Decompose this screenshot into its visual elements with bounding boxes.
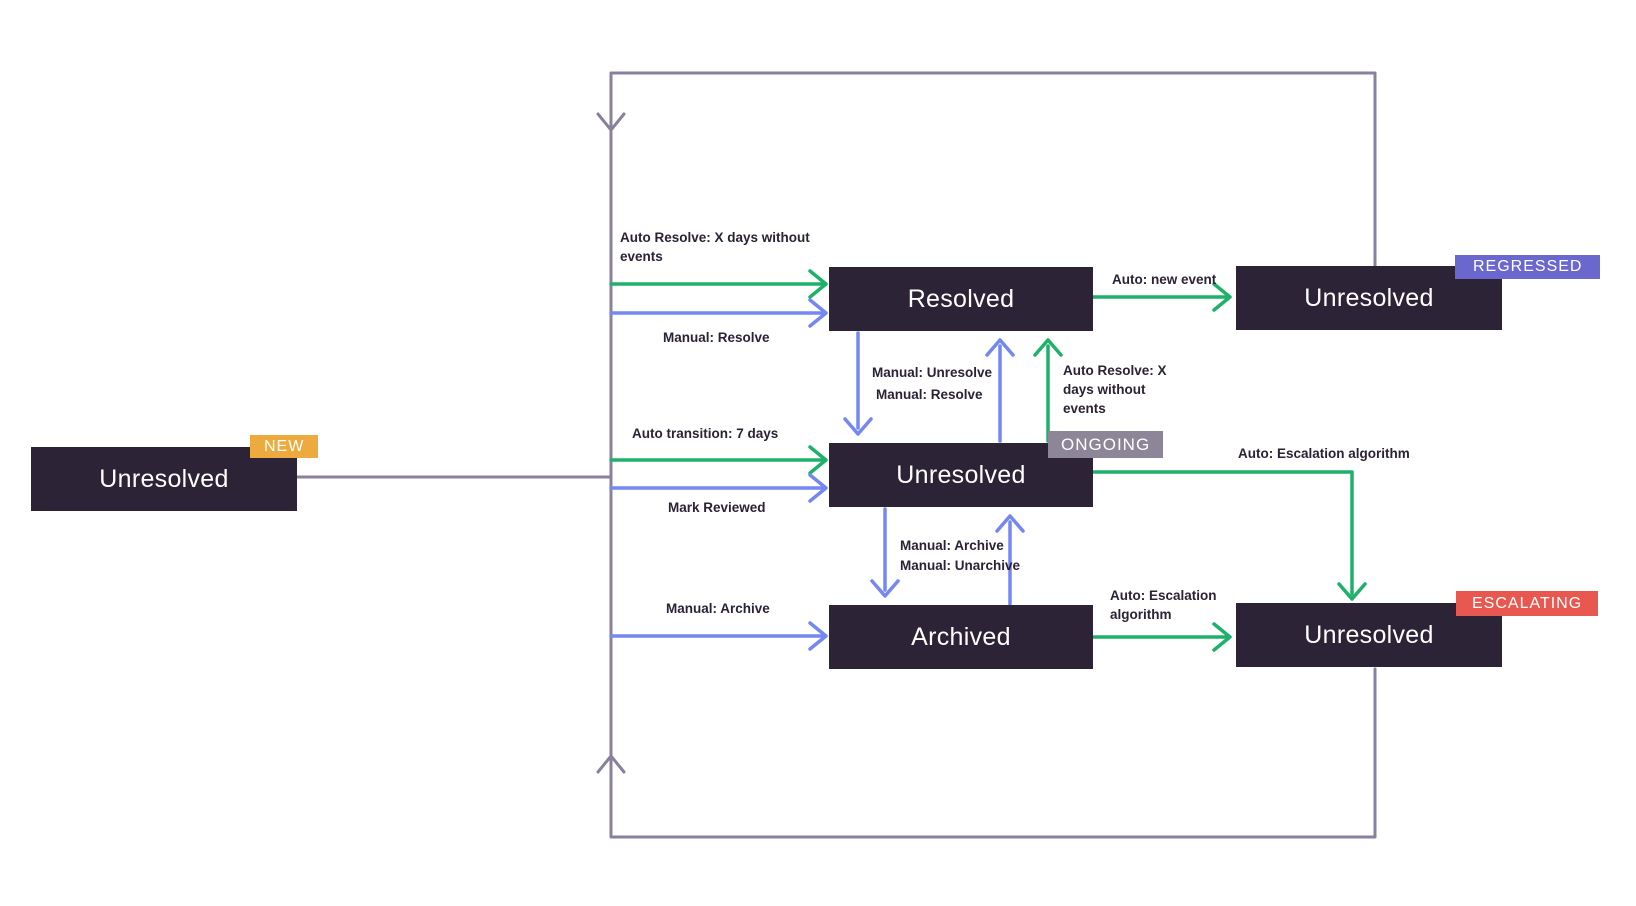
label-manual-unresolve: Manual: Unresolve [872, 365, 993, 380]
edge-auto-escalation-from-archived [1091, 622, 1232, 652]
badge-escalating: ESCALATING [1456, 591, 1599, 616]
label-manual-resolve-left: Manual: Resolve [663, 330, 770, 345]
node-unresolved-regressed: Unresolved [1236, 266, 1502, 330]
node-label: Archived [911, 622, 1011, 651]
label-auto-transition: Auto transition: 7 days [632, 426, 779, 441]
node-label: Unresolved [1304, 283, 1434, 312]
edge-manual-archive-to-archived [609, 621, 828, 651]
edge-ongoing-up-to-resolved-manual [985, 338, 1015, 443]
edge-auto-new-event [1091, 282, 1232, 312]
edge-auto-transition-to-ongoing [609, 445, 828, 475]
edge-ongoing-down-to-archived [870, 507, 900, 598]
label-manual-resolve-mid: Manual: Resolve [876, 387, 983, 402]
node-label: Unresolved [1304, 620, 1434, 649]
label-auto-resolve-left: Auto Resolve: X days without events [620, 230, 810, 264]
label-auto-escalation-top: Auto: Escalation algorithm [1238, 446, 1410, 461]
edge-auto-escalation-from-ongoing [1091, 470, 1367, 601]
node-label: Unresolved [896, 460, 1026, 489]
node-unresolved-escalating: Unresolved [1236, 603, 1502, 667]
node-archived: Archived [829, 605, 1093, 669]
label-auto-new-event: Auto: new event [1112, 272, 1217, 287]
node-label: Unresolved [99, 464, 229, 493]
edge-auto-resolve-to-resolved [609, 269, 828, 299]
edge-manual-resolve-to-resolved [609, 298, 828, 328]
label-manual-archive-left: Manual: Archive [666, 601, 770, 616]
badge-regressed: REGRESSED [1455, 255, 1601, 279]
label-auto-resolve-mid: Auto Resolve: X days without events [1063, 363, 1167, 416]
label-manual-unarchive-mid: Manual: Unarchive [900, 558, 1021, 573]
edge-resolved-down-to-ongoing [843, 331, 873, 436]
edge-mark-reviewed-to-ongoing [609, 473, 828, 503]
label-auto-escalation-bottom: Auto: Escalation algorithm [1110, 588, 1217, 622]
edge-feedback-loop [596, 71, 1377, 839]
label-mark-reviewed: Mark Reviewed [668, 500, 766, 515]
label-manual-archive-mid: Manual: Archive [900, 538, 1004, 553]
badge-new: NEW [250, 435, 319, 458]
node-label: Resolved [907, 284, 1015, 313]
badge-ongoing: ONGOING [1048, 431, 1164, 458]
node-resolved: Resolved [829, 267, 1093, 331]
edge-ongoing-up-to-resolved-auto [1033, 338, 1063, 443]
